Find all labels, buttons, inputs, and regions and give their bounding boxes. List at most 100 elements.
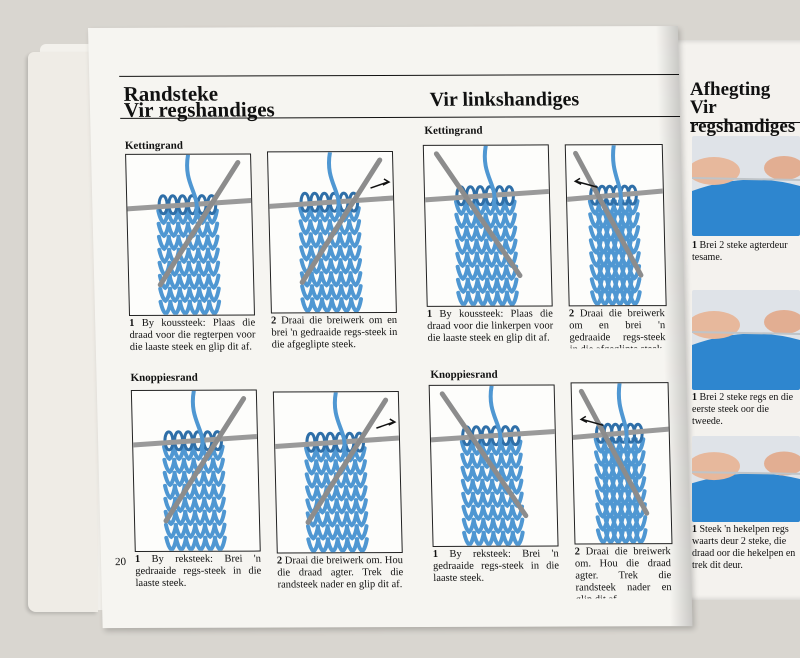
knit-stitch bbox=[202, 496, 217, 514]
illustration-kettingrand-left-step1 bbox=[422, 144, 553, 307]
knit-stitch bbox=[352, 446, 367, 463]
knit-stitch bbox=[510, 530, 525, 546]
knit-stitch bbox=[202, 509, 217, 527]
illustration-knoppiesrand-step2 bbox=[272, 391, 403, 554]
knit-stitch bbox=[500, 517, 515, 535]
knit-stitch bbox=[192, 483, 207, 501]
knit-stitch bbox=[195, 234, 210, 252]
caption-number: 1 bbox=[692, 524, 697, 535]
knit-stitch bbox=[305, 524, 320, 541]
knit-stitch bbox=[313, 446, 328, 463]
working-yarn bbox=[611, 145, 623, 206]
knit-stitch bbox=[454, 225, 469, 243]
knit-stitch bbox=[627, 277, 642, 294]
caption-text: By reksteek: Brei 'n gedraaide regs-stee… bbox=[135, 553, 262, 590]
caption-knoppiesrand-left-step2: 2 Draai die breiwerk om. Hou die draad a… bbox=[575, 546, 672, 598]
knit-stitch bbox=[508, 439, 523, 457]
knit-stitch bbox=[502, 199, 517, 216]
caption-kettingrand-step1: 1 By koussteek: Plaas die draad voor die… bbox=[129, 318, 256, 354]
knit-stitch bbox=[177, 273, 192, 291]
knit-stitch bbox=[202, 522, 217, 540]
caption-text: Draai die breiwerk om. Hou die draad agt… bbox=[277, 555, 404, 591]
photo-hands-knitting-3 bbox=[692, 436, 800, 522]
knit-stitch bbox=[163, 483, 178, 501]
knit-stitch bbox=[205, 221, 220, 239]
knit-stitch bbox=[304, 472, 319, 489]
knit-stitch bbox=[172, 470, 187, 488]
knit-stitch bbox=[186, 247, 201, 265]
knit-stitch bbox=[181, 457, 196, 475]
knitting-needle bbox=[433, 151, 523, 279]
knit-stitch bbox=[462, 530, 477, 546]
caption-number: 1 bbox=[129, 317, 135, 329]
knit-stitch bbox=[298, 206, 313, 223]
knit-stitch bbox=[509, 478, 524, 496]
knit-stitch bbox=[633, 528, 648, 544]
section-knoppiesrand-right: Knoppiesrand bbox=[430, 368, 498, 381]
knit-stitch bbox=[347, 232, 362, 249]
knit-stitch bbox=[494, 251, 509, 269]
knit-stitch bbox=[157, 247, 172, 265]
hand bbox=[764, 310, 800, 334]
knit-stitch bbox=[454, 238, 469, 256]
knit-stitch bbox=[192, 496, 207, 514]
knit-stitch bbox=[500, 530, 515, 546]
knit-stitch bbox=[185, 208, 200, 226]
knit-stitch bbox=[353, 472, 368, 489]
knit-stitch bbox=[480, 478, 495, 496]
knit-stitch bbox=[471, 517, 486, 535]
knit-stitch bbox=[193, 535, 208, 551]
page-number: 20 bbox=[114, 556, 127, 569]
knit-stitch bbox=[484, 251, 499, 269]
knit-stitch bbox=[344, 498, 359, 515]
caption-text: Brei 2 steke agterdeur tesame. bbox=[692, 240, 788, 263]
knit-stitch bbox=[503, 238, 518, 255]
knit-stitch bbox=[206, 286, 221, 304]
knit-stitch bbox=[346, 206, 361, 223]
knitting-needle bbox=[578, 388, 650, 516]
knit-stitch bbox=[465, 277, 480, 295]
knit-stitch bbox=[465, 251, 480, 269]
knit-stitch bbox=[503, 225, 518, 242]
arrow-right-icon bbox=[388, 418, 397, 426]
knit-stitch bbox=[354, 537, 369, 553]
knit-stitch bbox=[500, 504, 515, 522]
knit-stitch bbox=[338, 284, 353, 301]
caption-text: Draai die breiwerk om. Hou die draad agt… bbox=[574, 546, 672, 598]
knit-stitch bbox=[162, 457, 177, 475]
knit-stitch bbox=[471, 530, 486, 546]
knit-stitch bbox=[168, 299, 183, 315]
knit-stitch bbox=[494, 264, 509, 282]
knit-stitch bbox=[631, 437, 646, 454]
caption-kettingrand-step2: 2 Draai die breiwerk om en brei 'n gedra… bbox=[271, 315, 398, 351]
knit-stitch bbox=[315, 511, 330, 528]
illustration-kettingrand-step1 bbox=[125, 153, 255, 316]
knit-stitch bbox=[183, 509, 198, 527]
knit-stitch bbox=[316, 537, 331, 553]
knit-stitch bbox=[483, 199, 498, 217]
working-yarn bbox=[185, 154, 199, 216]
knit-stitch bbox=[158, 299, 173, 315]
knit-stitch bbox=[469, 452, 484, 470]
knit-stitch bbox=[504, 290, 519, 306]
knit-stitch bbox=[191, 444, 206, 462]
knit-stitch bbox=[489, 439, 504, 457]
knit-stitch bbox=[309, 271, 324, 288]
working-yarn bbox=[326, 151, 341, 213]
right-heading-rule bbox=[690, 122, 800, 123]
knit-stitch bbox=[490, 491, 505, 509]
knit-stitch bbox=[317, 219, 332, 236]
working-yarn bbox=[190, 390, 205, 452]
knit-stitch bbox=[196, 260, 211, 278]
knit-stitch bbox=[504, 277, 519, 295]
knitting-needle bbox=[131, 434, 260, 448]
knit-stitch bbox=[175, 208, 190, 226]
caption-knoppiesrand-left-step1: 1 By reksteek: Brei 'n gedraaide regs-st… bbox=[433, 549, 560, 585]
knit-stitch bbox=[212, 535, 227, 551]
caption-text: Draai die breiwerk om en brei 'n gedraai… bbox=[569, 308, 666, 348]
section-kettingrand-left: Kettingrand bbox=[124, 139, 184, 152]
knit-stitch bbox=[353, 498, 368, 515]
knit-stitch bbox=[475, 290, 490, 306]
knit-stitch bbox=[309, 284, 324, 301]
knit-stitch bbox=[459, 439, 474, 457]
